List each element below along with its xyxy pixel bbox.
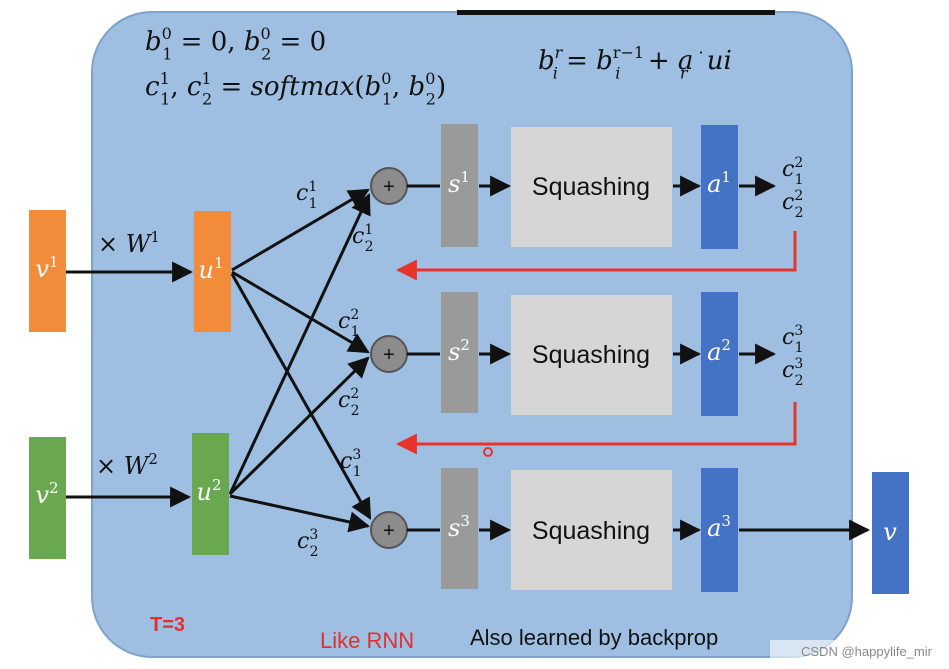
v2-box xyxy=(29,437,66,559)
out-coef-r1-top: c21​ xyxy=(782,155,803,188)
coef-c23: c32​ xyxy=(297,527,318,560)
formula-init-c: c11​, c12​ = softmax(b01​, b02​) xyxy=(145,69,446,108)
sum-node-2-plus: + xyxy=(383,344,395,366)
coef-c12: c21​ xyxy=(338,307,359,340)
squash-label-2: Squashing xyxy=(532,341,650,369)
u2-box xyxy=(192,433,229,555)
u2-to-sum1-arrow xyxy=(228,193,371,495)
u1-to-sum3-arrow xyxy=(230,273,372,520)
out-coef-r2-bot: c32​ xyxy=(782,356,803,389)
coef-c22: c22​ xyxy=(338,386,359,419)
sum-node-1-plus: + xyxy=(383,176,395,198)
a3-box xyxy=(701,468,738,592)
s1-label: s1​ xyxy=(448,168,470,198)
coef-c13: c31​ xyxy=(340,447,361,480)
u2-to-sum2-arrow xyxy=(228,356,370,496)
a2-box xyxy=(701,292,738,416)
squash-label-3: Squashing xyxy=(532,517,650,545)
u1-to-sum1-arrow xyxy=(231,188,370,272)
a1-box xyxy=(701,125,738,249)
t-label: T=3 xyxy=(150,614,185,636)
formula-init-b: b01​ = 0, b02​ = 0 xyxy=(145,24,326,63)
v2-label: v2​ xyxy=(35,479,58,509)
a2-label: a2​ xyxy=(707,336,731,366)
squash-label-1: Squashing xyxy=(532,173,650,201)
sum-node-3-plus: + xyxy=(383,520,395,542)
feedback-arrow-2 xyxy=(395,402,797,455)
v-out-label: v xyxy=(883,518,897,546)
s2-box xyxy=(441,292,478,413)
s3-label: s3​ xyxy=(448,512,470,542)
s2-label: s2​ xyxy=(448,336,470,366)
squash-box-2 xyxy=(511,295,672,415)
u2-to-sum3-arrow xyxy=(229,494,371,533)
v-out-box xyxy=(872,472,909,594)
out-coef-r2-top: c31​ xyxy=(782,323,803,356)
like-rnn-label: Like RNN xyxy=(320,628,414,653)
u1-to-sum2-arrow xyxy=(231,270,370,354)
out-coef-r1-bot: c22​ xyxy=(782,188,803,221)
top-bar xyxy=(457,10,775,15)
w2-label: × W2​ xyxy=(96,450,158,480)
w1-label: × W1​ xyxy=(98,228,160,258)
u2-label: u2​ xyxy=(196,476,221,506)
v1-label: v1​ xyxy=(35,253,58,283)
squash-box-1 xyxy=(511,127,672,247)
u1-label: u1​ xyxy=(198,254,223,284)
watermark: CSDN @happylife_mir xyxy=(801,644,933,659)
a3-label: a3​ xyxy=(707,512,731,542)
a1-label: a1​ xyxy=(707,168,731,198)
squash-box-3 xyxy=(511,470,672,590)
watermark-bg xyxy=(770,640,949,660)
cursor-dot xyxy=(483,447,493,457)
backprop-label: Also learned by backprop xyxy=(470,625,718,650)
v1-box xyxy=(29,210,66,332)
s1-box xyxy=(441,124,478,247)
coef-c11: c11​ xyxy=(296,179,317,212)
u1-box xyxy=(194,211,231,332)
feedback-arrow-1 xyxy=(395,231,797,281)
s3-box xyxy=(441,468,478,589)
coef-c21: c12​ xyxy=(352,222,373,255)
formula-update-rule: bri​ = br−1i​ + a · r​ui xyxy=(538,43,732,82)
